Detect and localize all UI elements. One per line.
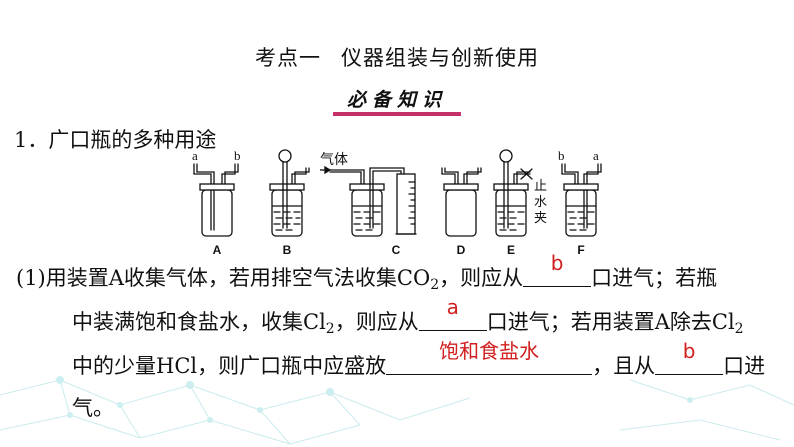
bottle-c [329, 167, 417, 237]
answer-blank-2: a [418, 295, 487, 331]
answer-3: 饱和食盐水 [439, 339, 540, 363]
bottle-e [493, 149, 533, 237]
bottle-f [561, 163, 602, 237]
bottle-label-e: E [507, 243, 515, 257]
bottle-label-c: C [392, 243, 401, 257]
bottle-label-d: D [457, 243, 466, 257]
port-a-label-a: a [192, 148, 198, 163]
gas-label: 气体 [320, 152, 348, 168]
port-b-label-f: b [558, 148, 565, 163]
bottle-a [193, 163, 239, 237]
bottle-label-b: B [283, 243, 292, 257]
answer-blank-4: b [655, 339, 724, 375]
bottle-d [441, 167, 482, 237]
section-banner: 必备知识 [333, 88, 461, 118]
port-b-label-a: b [234, 148, 241, 163]
bottle-label-f: F [577, 243, 584, 257]
question-line-4: 气。 [72, 396, 114, 420]
answer-1: b [550, 251, 564, 275]
page-title: 考点一仪器组装与创新使用 [255, 46, 539, 70]
bottle-label-a: A [213, 243, 222, 257]
wide-mouth-bottle-figure: a b b a 气体 止 水 夹 A B C D E F [192, 148, 602, 257]
bottle-b [269, 149, 310, 237]
answer-blank-3: 饱和食盐水 [386, 339, 593, 375]
banner-underline [333, 112, 461, 116]
answer-2: a [446, 295, 459, 319]
port-a-label-f: a [593, 148, 599, 163]
section-heading: 1．广口瓶的多种用途 [14, 128, 217, 152]
answer-blank-1: b [523, 251, 592, 287]
banner-text: 必备知识 [346, 89, 447, 111]
clamp-label-3: 夹 [534, 210, 547, 225]
clamp-label-1: 止 [534, 178, 547, 193]
answer-4: b [682, 339, 696, 363]
clamp-label-2: 水 [534, 194, 547, 209]
